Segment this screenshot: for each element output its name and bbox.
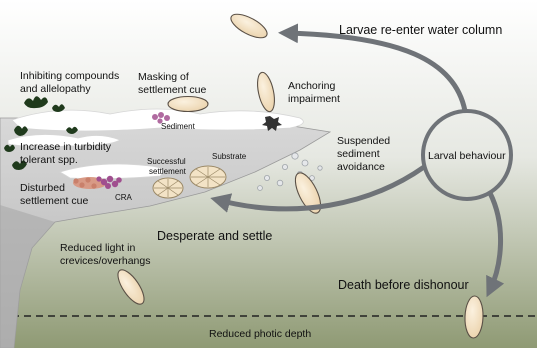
label-inhibiting-line1: Inhibiting compounds xyxy=(20,70,119,82)
label-death: Death before dishonour xyxy=(338,278,469,292)
label-disturbed-line2: settlement cue xyxy=(20,195,88,207)
label-suspended-line3: avoidance xyxy=(337,161,385,173)
label-photic-depth: Reduced photic depth xyxy=(209,328,311,340)
label-masking-line2: settlement cue xyxy=(138,84,206,96)
label-cra: CRA xyxy=(115,193,133,202)
label-disturbed-line1: Disturbed xyxy=(20,182,65,194)
label-successful-line2: settlement xyxy=(149,167,187,176)
label-substrate: Substrate xyxy=(212,152,247,161)
label-anchoring-line1: Anchoring xyxy=(288,80,335,92)
label-turbidity-line2: tolerant spp. xyxy=(20,154,78,166)
label-desperate: Desperate and settle xyxy=(157,229,272,243)
label-anchoring-line2: impairment xyxy=(288,93,340,105)
label-turbidity-line1: Increase in turbidity xyxy=(20,141,112,153)
label-inhibiting-line2: and allelopathy xyxy=(20,83,91,95)
label-suspended-line1: Suspended xyxy=(337,135,390,147)
label-larval-behaviour: Larval behaviour xyxy=(428,150,506,162)
label-sediment: Sediment xyxy=(161,122,196,131)
label-reduced-light-line2: crevices/overhangs xyxy=(60,255,150,267)
label-successful-line1: Successful xyxy=(147,157,186,166)
label-suspended-line2: sediment xyxy=(337,148,380,160)
label-masking-line1: Masking of xyxy=(138,71,189,83)
label-reduced-light-line1: Reduced light in xyxy=(60,242,135,254)
label-larvae-reenter: Larvae re-enter water column xyxy=(339,23,502,37)
